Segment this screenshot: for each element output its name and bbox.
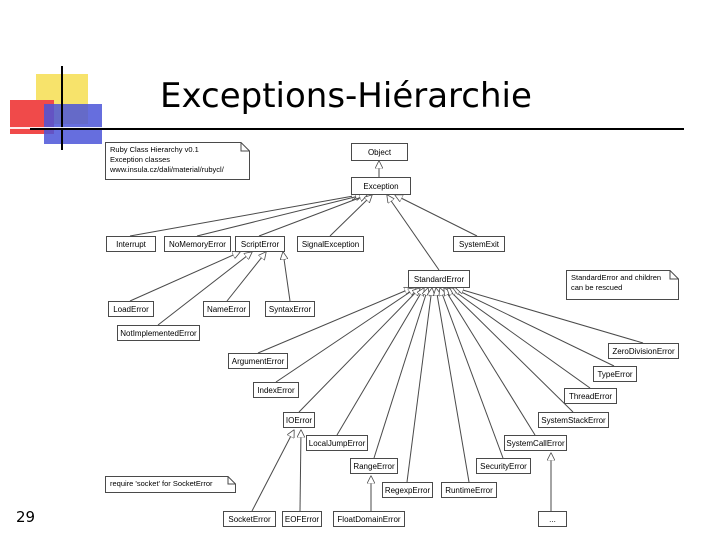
edge-systemstackerror-standarderror (447, 288, 574, 413)
edge-argumenterror-standarderror (257, 288, 412, 354)
node-securityerror: SecurityError (476, 458, 531, 474)
edge-nameerror-scripterror (226, 252, 266, 302)
note-header-line-2: Exception classes (110, 155, 171, 164)
slide-title: Exceptions-Hiérarchie (160, 76, 532, 116)
node-rangeerror: RangeError (350, 458, 398, 474)
node-exception: Exception (351, 177, 411, 195)
note-header-line-1: Ruby Class Hierarchy v0.1 (110, 145, 199, 154)
node-interrupt: Interrupt (106, 236, 156, 252)
node-regexperror: RegexpError (382, 482, 433, 498)
edge-typeerror-standarderror (453, 288, 615, 367)
note-rescue-line-2: can be rescued (571, 283, 623, 292)
node-nameerror: NameError (203, 301, 250, 317)
edge-zerodivisionerror-standarderror (456, 288, 644, 344)
edge-rangeerror-standarderror (373, 288, 428, 459)
node-threaderror: ThreadError (564, 388, 617, 404)
node-ellipsis: ... (538, 511, 567, 527)
node-scripterror: ScriptError (235, 236, 285, 252)
edge-systemexit-exception (395, 195, 478, 237)
node-standarderror: StandardError (408, 270, 470, 288)
deco-vertical-line (61, 66, 63, 150)
edge-regexperror-standarderror (406, 288, 432, 483)
edge-systemcallerror-standarderror (444, 288, 536, 436)
deco-blue-square (44, 104, 102, 144)
node-systemexit: SystemExit (453, 236, 505, 252)
node-syntaxerror: SyntaxError (265, 301, 315, 317)
edge-standarderror-exception (387, 195, 440, 271)
edge-scripterror-exception (258, 195, 367, 237)
node-signalexception: SignalException (297, 236, 364, 252)
note-socket-line-1: require 'socket' for SocketError (110, 479, 213, 488)
edge-socketerror-ioerror (251, 430, 294, 512)
node-notimplementederror: NotImplementedError (117, 325, 200, 341)
title-rule (30, 128, 684, 130)
node-eoferror: EOFError (282, 511, 322, 527)
edge-notimplementederror-scripterror (157, 252, 252, 326)
note-header-line-3: www.insula.cz/dali/material/rubycl/ (110, 165, 224, 174)
node-nomemoryerror: NoMemoryError (164, 236, 231, 252)
edge-signalexception-exception (329, 195, 372, 237)
edge-interrupt-exception (129, 195, 359, 237)
edge-syntaxerror-scripterror (283, 252, 291, 302)
note-rescue: StandardError and children can be rescue… (566, 270, 679, 300)
node-indexerror: IndexError (253, 382, 299, 398)
node-systemstackerror: SystemStackError (538, 412, 609, 428)
note-header: Ruby Class Hierarchy v0.1 Exception clas… (105, 142, 250, 180)
edge-ioerror-standarderror (298, 288, 420, 413)
edge-eoferror-ioerror (300, 430, 301, 512)
node-loaderror: LoadError (108, 301, 154, 317)
note-socket: require 'socket' for SocketError (105, 476, 236, 493)
node-floatdomainerror: FloatDomainError (333, 511, 405, 527)
node-typeerror: TypeError (593, 366, 637, 382)
edge-threaderror-standarderror (450, 288, 591, 389)
node-localjumperror: LocalJumpError (306, 435, 368, 451)
node-zerodivisionerror: ZeroDivisionError (608, 343, 679, 359)
slide-number: 29 (16, 508, 36, 526)
node-object: Object (351, 143, 408, 161)
edge-securityerror-standarderror (440, 288, 504, 459)
edge-localjumperror-standarderror (336, 288, 424, 436)
node-ioerror: IOError (283, 412, 315, 428)
node-socketerror: SocketError (223, 511, 276, 527)
node-argumenterror: ArgumentError (228, 353, 288, 369)
edge-loaderror-scripterror (129, 252, 240, 302)
edge-nomemoryerror-exception (196, 195, 363, 237)
edge-runtimeerror-standarderror (436, 288, 470, 483)
node-runtimeerror: RuntimeError (441, 482, 497, 498)
note-rescue-line-1: StandardError and children (571, 273, 662, 282)
edge-indexerror-standarderror (275, 288, 416, 383)
node-systemcallerror: SystemCallError (504, 435, 567, 451)
